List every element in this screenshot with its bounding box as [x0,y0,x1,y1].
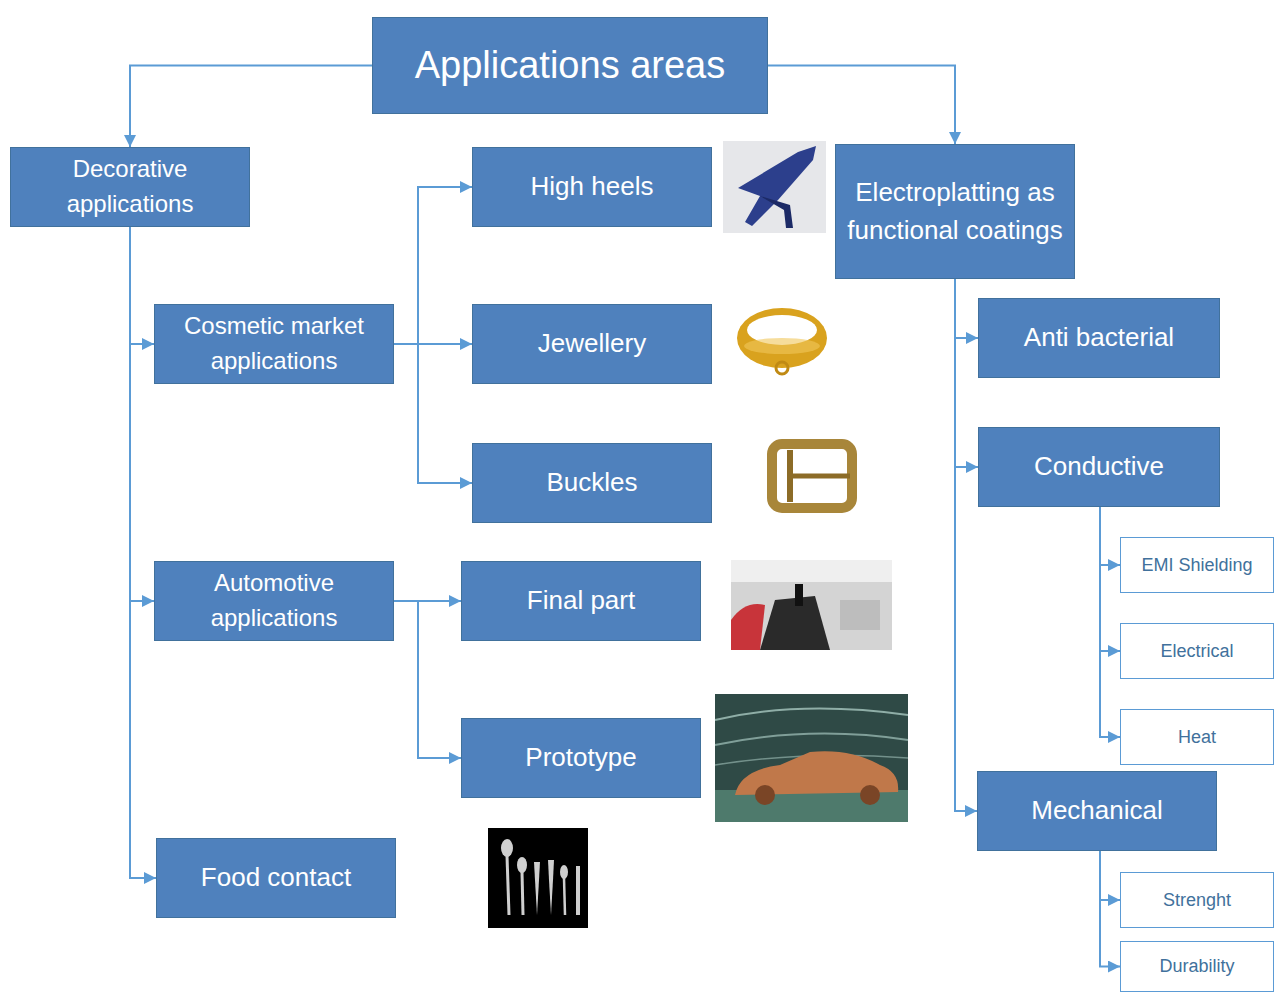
category-box: Decorative applications [10,147,250,227]
category-box: Food contact [156,838,396,918]
subcategory-box: EMI Shielding [1120,537,1274,593]
box-label: Prototype [470,739,692,777]
subcategory-box: Electrical [1120,623,1274,679]
connector-arrow [955,279,977,811]
category-box: Buckles [472,443,712,523]
category-box: High heels [472,147,712,227]
category-box: Mechanical [977,771,1217,851]
box-label: Buckles [481,464,703,502]
air-streak [715,709,908,720]
gear-lever [795,584,803,606]
car-wheel [755,785,775,805]
box-label: Decorative applications [19,152,241,222]
cup-holder [840,600,880,630]
car-wheel [860,785,880,805]
box-label: Heat [1129,724,1265,750]
connector-arrow [394,344,472,483]
shoe-shape [738,146,816,226]
connector-arrow [1100,851,1120,900]
connector-arrow [955,279,978,467]
interior-panel [731,560,892,582]
box-label: Food contact [165,859,387,897]
shoe-heel [760,196,793,228]
category-box: Cosmetic market applications [154,304,394,384]
category-box: Prototype [461,718,701,798]
knife [576,866,580,915]
box-label: Cosmetic market applications [163,309,385,379]
spoon-bowl [560,865,568,879]
box-label: Applications areas [381,38,759,93]
category-box: Electroplatting as functional coatings [835,144,1075,279]
connector-arrow [394,187,472,344]
buckle-frame [772,444,852,508]
box-label: Automotive applications [163,566,385,636]
box-label: Strenght [1129,887,1265,913]
connector-arrow [130,227,154,344]
box-label: Durability [1129,953,1265,979]
spoon-handle [507,856,509,915]
subcategory-box: Strenght [1120,872,1274,928]
connector-arrow [394,601,461,758]
connector-arrow [130,227,156,878]
connector-arrow [130,66,372,148]
photo-ground [731,560,892,650]
spoon-bowl [517,857,527,873]
box-label: Anti bacterial [987,319,1211,357]
connector-arrow [1100,507,1120,737]
spoon-handle [564,878,565,915]
connector-arrow [1100,507,1120,565]
box-label: Electrical [1129,638,1265,664]
box-label: EMI Shielding [1129,552,1265,578]
category-box: Anti bacterial [978,298,1220,378]
fork [548,860,554,915]
connector-arrow [768,66,955,145]
box-label: Final part [470,582,692,620]
seat-red [731,604,765,650]
spoon-handle [522,872,523,915]
category-box: Automotive applications [154,561,394,641]
category-box: Applications areas [372,17,768,114]
connector-arrow [130,227,154,601]
box-label: Electroplatting as functional coatings [844,174,1066,249]
connector-arrow [1100,507,1120,651]
ring-loop [776,362,788,374]
box-label: Conductive [987,448,1211,486]
connector-arrow [1100,851,1120,967]
buckle-prong [790,474,850,479]
subcategory-box: Durability [1120,941,1274,992]
spoon-bowl [501,839,513,857]
subcategory-box: Heat [1120,709,1274,765]
photo-ground [723,141,826,233]
box-label: Jewellery [481,325,703,363]
ring-shape [737,308,827,368]
photo-ground [488,828,588,928]
photo-ground [715,694,908,822]
ring-shine [744,338,820,354]
connector-arrow [955,279,978,338]
category-box: Jewellery [472,304,712,384]
box-label: High heels [481,168,703,206]
category-box: Conductive [978,427,1220,507]
box-label: Mechanical [986,792,1208,830]
fork [534,862,540,915]
category-box: Final part [461,561,701,641]
air-streak [715,734,908,745]
